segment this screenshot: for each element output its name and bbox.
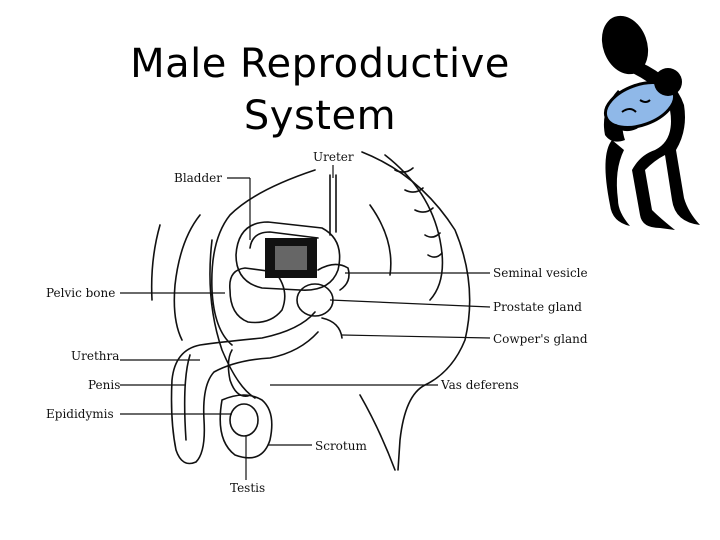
vas-deferens-shape (209, 239, 256, 399)
pelvic-bone-shape (228, 267, 286, 324)
label-epididymis: Epididymis (46, 407, 114, 421)
urethra-shape (170, 311, 319, 465)
body-outline (361, 151, 471, 471)
title-line-2: System (243, 93, 397, 139)
scrotum-shape (219, 394, 273, 459)
testis-shape (229, 403, 259, 437)
label-prostate-gland: Prostate gland (493, 300, 582, 314)
title-line-1: Male Reproductive (130, 41, 510, 87)
bladder-shape (235, 221, 341, 291)
label-vas-deferens: Vas deferens (441, 378, 519, 392)
label-ureter: Ureter (313, 150, 354, 164)
label-pelvic-bone: Pelvic bone (46, 286, 116, 300)
label-bladder: Bladder (174, 171, 223, 185)
label-cowpers-gland: Cowper's gland (493, 332, 588, 346)
label-scrotum: Scrotum (315, 439, 367, 453)
slide-title: Male Reproductive System (95, 38, 545, 142)
label-penis: Penis (88, 378, 121, 392)
label-urethra: Urethra (71, 349, 120, 363)
label-seminal-vesicle: Seminal vesicle (493, 266, 588, 280)
label-testis: Testis (230, 481, 266, 495)
baby-icon (603, 68, 682, 132)
